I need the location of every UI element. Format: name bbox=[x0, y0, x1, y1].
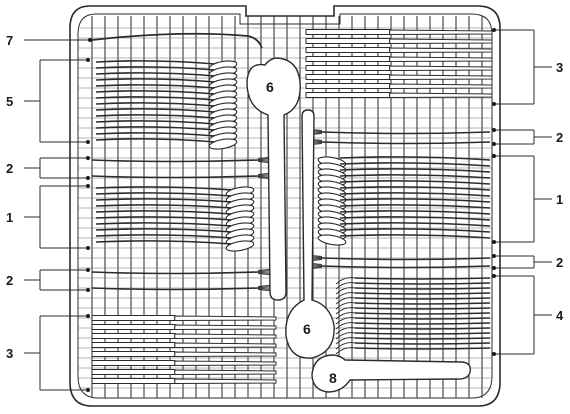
knife bbox=[92, 325, 276, 330]
callouts-right bbox=[494, 30, 552, 354]
knife bbox=[92, 352, 276, 357]
bubble-label-6-bottom: 6 bbox=[303, 321, 311, 337]
callout-label-3-left: 3 bbox=[6, 346, 13, 361]
callout-label-1-right: 1 bbox=[556, 192, 563, 207]
knife bbox=[306, 93, 492, 98]
callout-label-2-lower-left: 2 bbox=[6, 273, 13, 288]
callout-label-4: 4 bbox=[556, 308, 564, 323]
callout-label-2-upper-right: 2 bbox=[556, 130, 563, 145]
knife bbox=[92, 343, 276, 348]
bubble-label-8: 8 bbox=[329, 370, 337, 386]
callout-label-7: 7 bbox=[6, 33, 13, 48]
knife bbox=[306, 48, 492, 53]
callout-label-1-left: 1 bbox=[6, 210, 13, 225]
knife bbox=[92, 316, 276, 321]
knife bbox=[92, 379, 276, 384]
knife bbox=[306, 30, 492, 35]
knife bbox=[92, 361, 276, 366]
callout-label-2-lower-right: 2 bbox=[556, 255, 563, 270]
knife bbox=[306, 84, 492, 89]
bubble-label-6-top: 6 bbox=[266, 79, 274, 95]
callout-label-3-right: 3 bbox=[556, 60, 563, 75]
knife bbox=[92, 370, 276, 375]
callout-label-5: 5 bbox=[6, 94, 13, 109]
knife bbox=[306, 39, 492, 44]
callout-label-2-upper-left: 2 bbox=[6, 161, 13, 176]
knife bbox=[306, 75, 492, 80]
knife bbox=[306, 66, 492, 71]
knife bbox=[306, 57, 492, 62]
knife bbox=[92, 334, 276, 339]
